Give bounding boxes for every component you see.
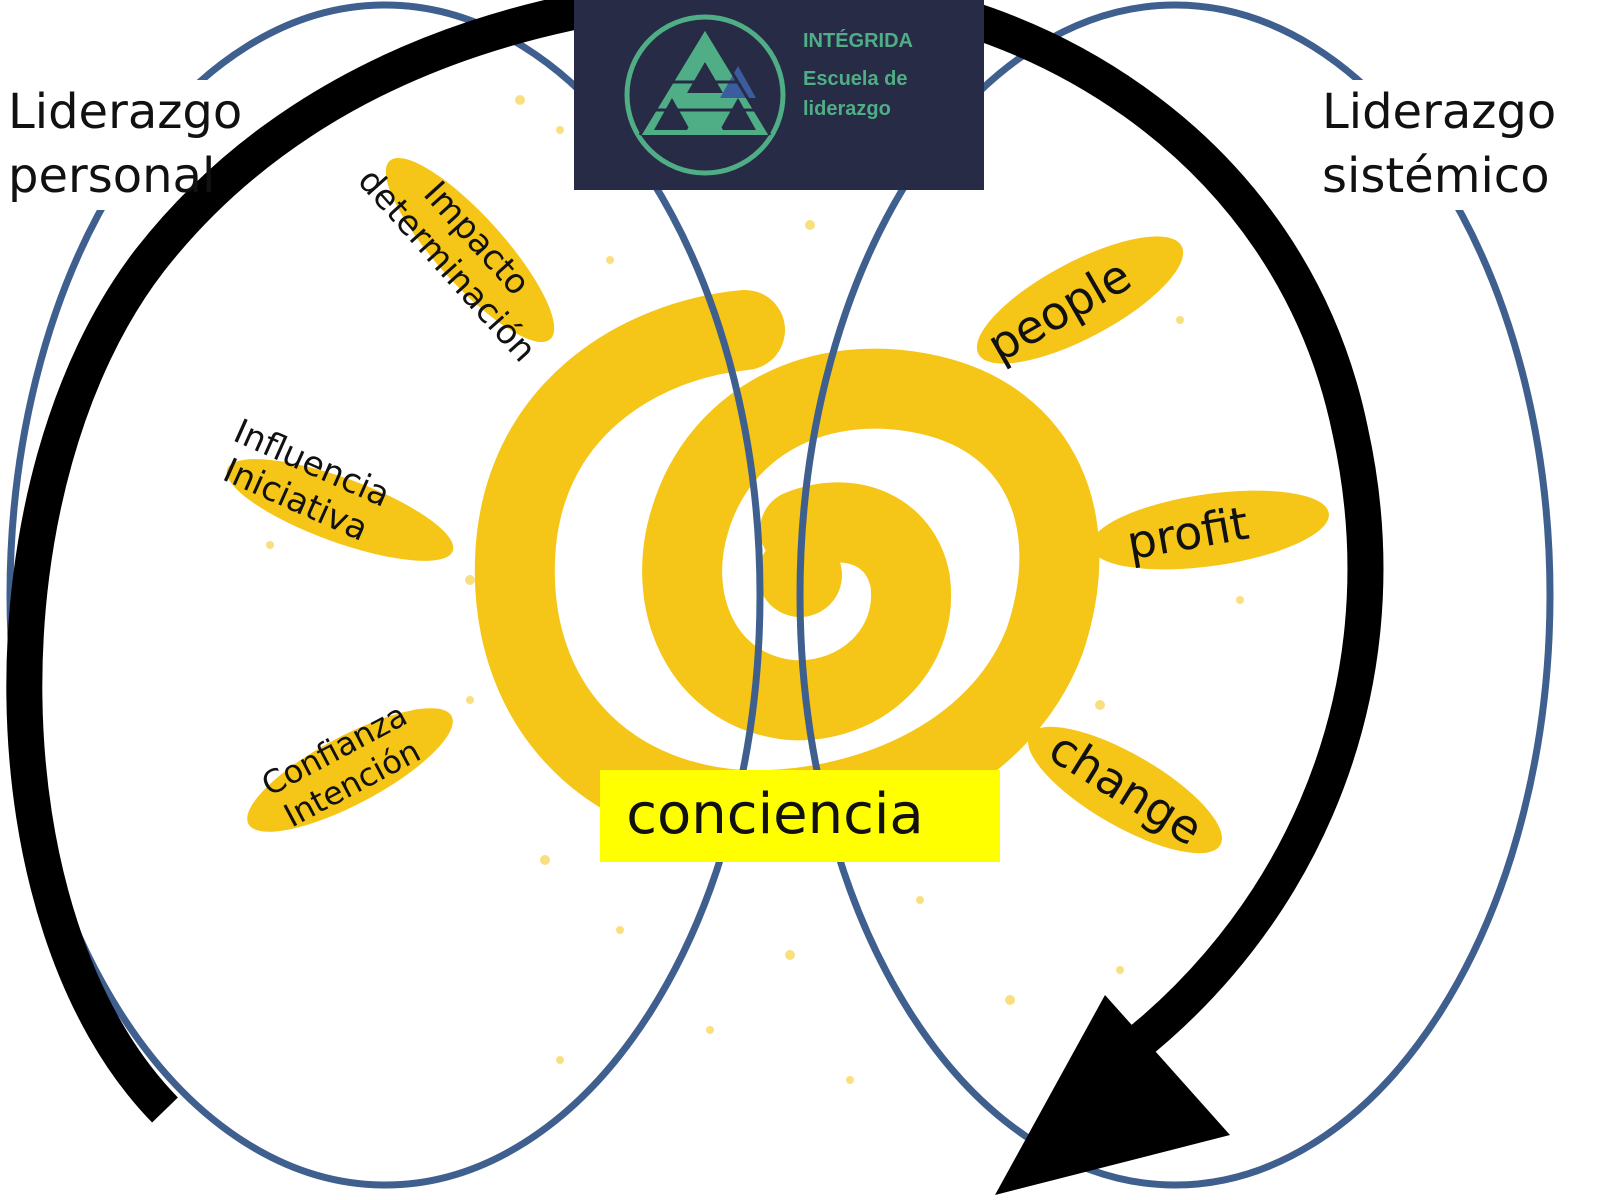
logo-triangle-icon (638, 27, 772, 136)
title-right-line1: Liderazgo (1322, 84, 1556, 140)
ray-blob-profit (1091, 490, 1329, 570)
title-left-line2: personal (8, 148, 215, 204)
ray-blob-people (976, 236, 1184, 364)
integrida-logo: INTÉGRIDA Escuela de liderazgo (574, 0, 984, 190)
personal-leadership-ellipse (6, 1, 764, 1189)
title-right-backdrop (1315, 80, 1590, 210)
center-label-highlight (600, 770, 1000, 862)
logo-background (574, 0, 984, 190)
ray-blob-change (1028, 726, 1222, 854)
center-label: conciencia (626, 782, 924, 847)
ray-blob-confianza (247, 708, 453, 832)
logo-subtitle-line1: Escuela de (803, 68, 908, 90)
cycle-arrow-arc (6, 0, 1384, 1123)
ray-blob-influencia (226, 459, 454, 561)
sun-illustration (226, 95, 1329, 1084)
logo-subtitle-line2: liderazgo (803, 98, 891, 120)
cycle-arrow-head (995, 995, 1230, 1195)
ray-blob-impacto (385, 157, 555, 343)
sun-outer-spiral (474, 290, 1100, 851)
logo-ring (624, 14, 786, 176)
systemic-leadership-ellipse (796, 1, 1554, 1189)
sun-speckles (266, 95, 1244, 1084)
logo-brand: INTÉGRIDA (803, 29, 913, 52)
title-left-line1: Liderazgo (8, 84, 242, 140)
cycle-arrow (6, 0, 1384, 1195)
title-right-line2: sistémico (1322, 148, 1550, 204)
